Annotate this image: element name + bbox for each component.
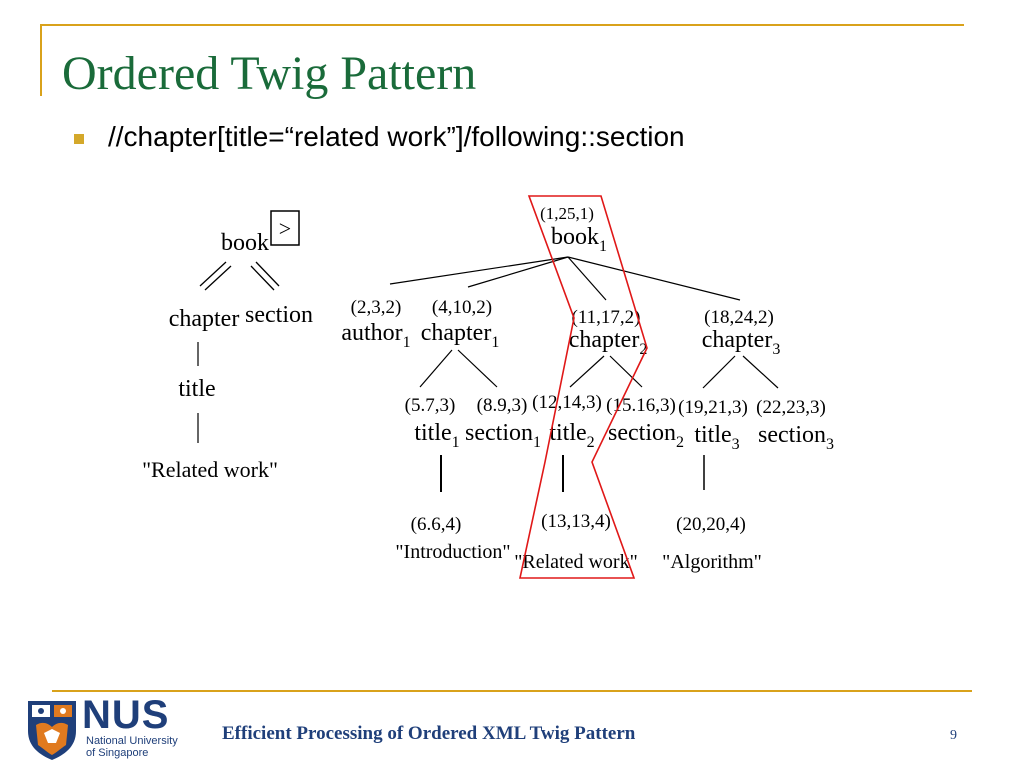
node-section2: section2 xyxy=(608,420,684,451)
edge-chapter3-title3 xyxy=(702,355,736,389)
top-frame-line xyxy=(40,24,964,26)
query-pattern-tree: book > chapter section title "Related wo… xyxy=(142,210,313,482)
document-tree: (1,25,1) book1 (2,3,2) author1 (4,10,2) … xyxy=(341,195,834,579)
edge-book-chapter1 xyxy=(467,256,569,288)
node-title1: title1 xyxy=(414,420,459,451)
page-number: 9 xyxy=(950,728,957,743)
order-marker-box xyxy=(270,210,300,246)
edge-chapter2-title2 xyxy=(569,355,605,388)
query-node-book: book xyxy=(221,230,269,256)
left-frame-line xyxy=(40,24,42,96)
label-chapter3: (18,24,2) xyxy=(704,307,774,328)
label-author1: (2,3,2) xyxy=(351,297,402,318)
edge-book-author1 xyxy=(389,256,569,285)
order-marker-symbol: > xyxy=(279,216,291,241)
node-section1: section1 xyxy=(465,420,541,451)
label-text1: (6.6,4) xyxy=(411,514,462,535)
query-edge-book-section xyxy=(250,265,275,291)
label-chapter1: (4,10,2) xyxy=(432,297,492,318)
footer-title: Efficient Processing of Ordered XML Twig… xyxy=(222,723,636,744)
query-node-section: section xyxy=(245,302,313,328)
label-section3: (22,23,3) xyxy=(756,397,826,418)
edge-chapter1-title1 xyxy=(419,349,453,388)
node-author1: author1 xyxy=(341,320,410,351)
node-text2: "Related work" xyxy=(514,551,638,573)
square-bullet-icon xyxy=(74,134,84,144)
label-text3: (20,20,4) xyxy=(676,514,746,535)
match-highlight-outline xyxy=(519,195,648,579)
query-node-chapter: chapter xyxy=(169,306,240,332)
query-edge-book-chapter xyxy=(199,261,227,287)
node-text1: "Introduction" xyxy=(395,541,510,563)
label-title2: (12,14,3) xyxy=(532,392,602,413)
label-title3: (19,21,3) xyxy=(678,397,748,418)
nus-wordmark: NUS xyxy=(82,693,170,737)
edge-chapter1-section1 xyxy=(457,349,498,388)
slide-title: Ordered Twig Pattern xyxy=(62,47,477,100)
node-chapter2: chapter2 xyxy=(569,327,648,358)
node-chapter3: chapter3 xyxy=(702,327,781,358)
node-text3: "Algorithm" xyxy=(662,551,762,573)
label-text2: (13,13,4) xyxy=(541,511,611,532)
node-book1: book1 xyxy=(551,224,607,255)
label-section2: (15.16,3) xyxy=(606,395,676,416)
edge-chapter2-section2 xyxy=(609,355,643,388)
label-book: (1,25,1) xyxy=(540,204,594,223)
nus-logo: NUS National University of Singapore xyxy=(22,693,184,761)
node-title3: title3 xyxy=(694,422,739,453)
node-title2: title2 xyxy=(549,420,594,451)
query-node-title: title xyxy=(178,376,215,402)
edge-book-chapter2 xyxy=(567,256,607,301)
nus-crest-icon xyxy=(28,701,76,760)
node-chapter1: chapter1 xyxy=(421,320,500,351)
label-chapter2: (11,17,2) xyxy=(572,307,641,328)
node-section3: section3 xyxy=(758,422,834,453)
label-section1: (8.9,3) xyxy=(477,395,528,416)
xpath-query: //chapter[title=“related work”]/followin… xyxy=(108,121,685,152)
label-title1: (5.7,3) xyxy=(405,395,456,416)
edge-chapter3-section3 xyxy=(742,355,779,389)
nus-subtitle: National University of Singapore xyxy=(86,735,178,759)
query-node-value: "Related work" xyxy=(142,457,278,482)
edge-book-chapter3 xyxy=(567,256,741,301)
footer-divider xyxy=(52,690,972,692)
